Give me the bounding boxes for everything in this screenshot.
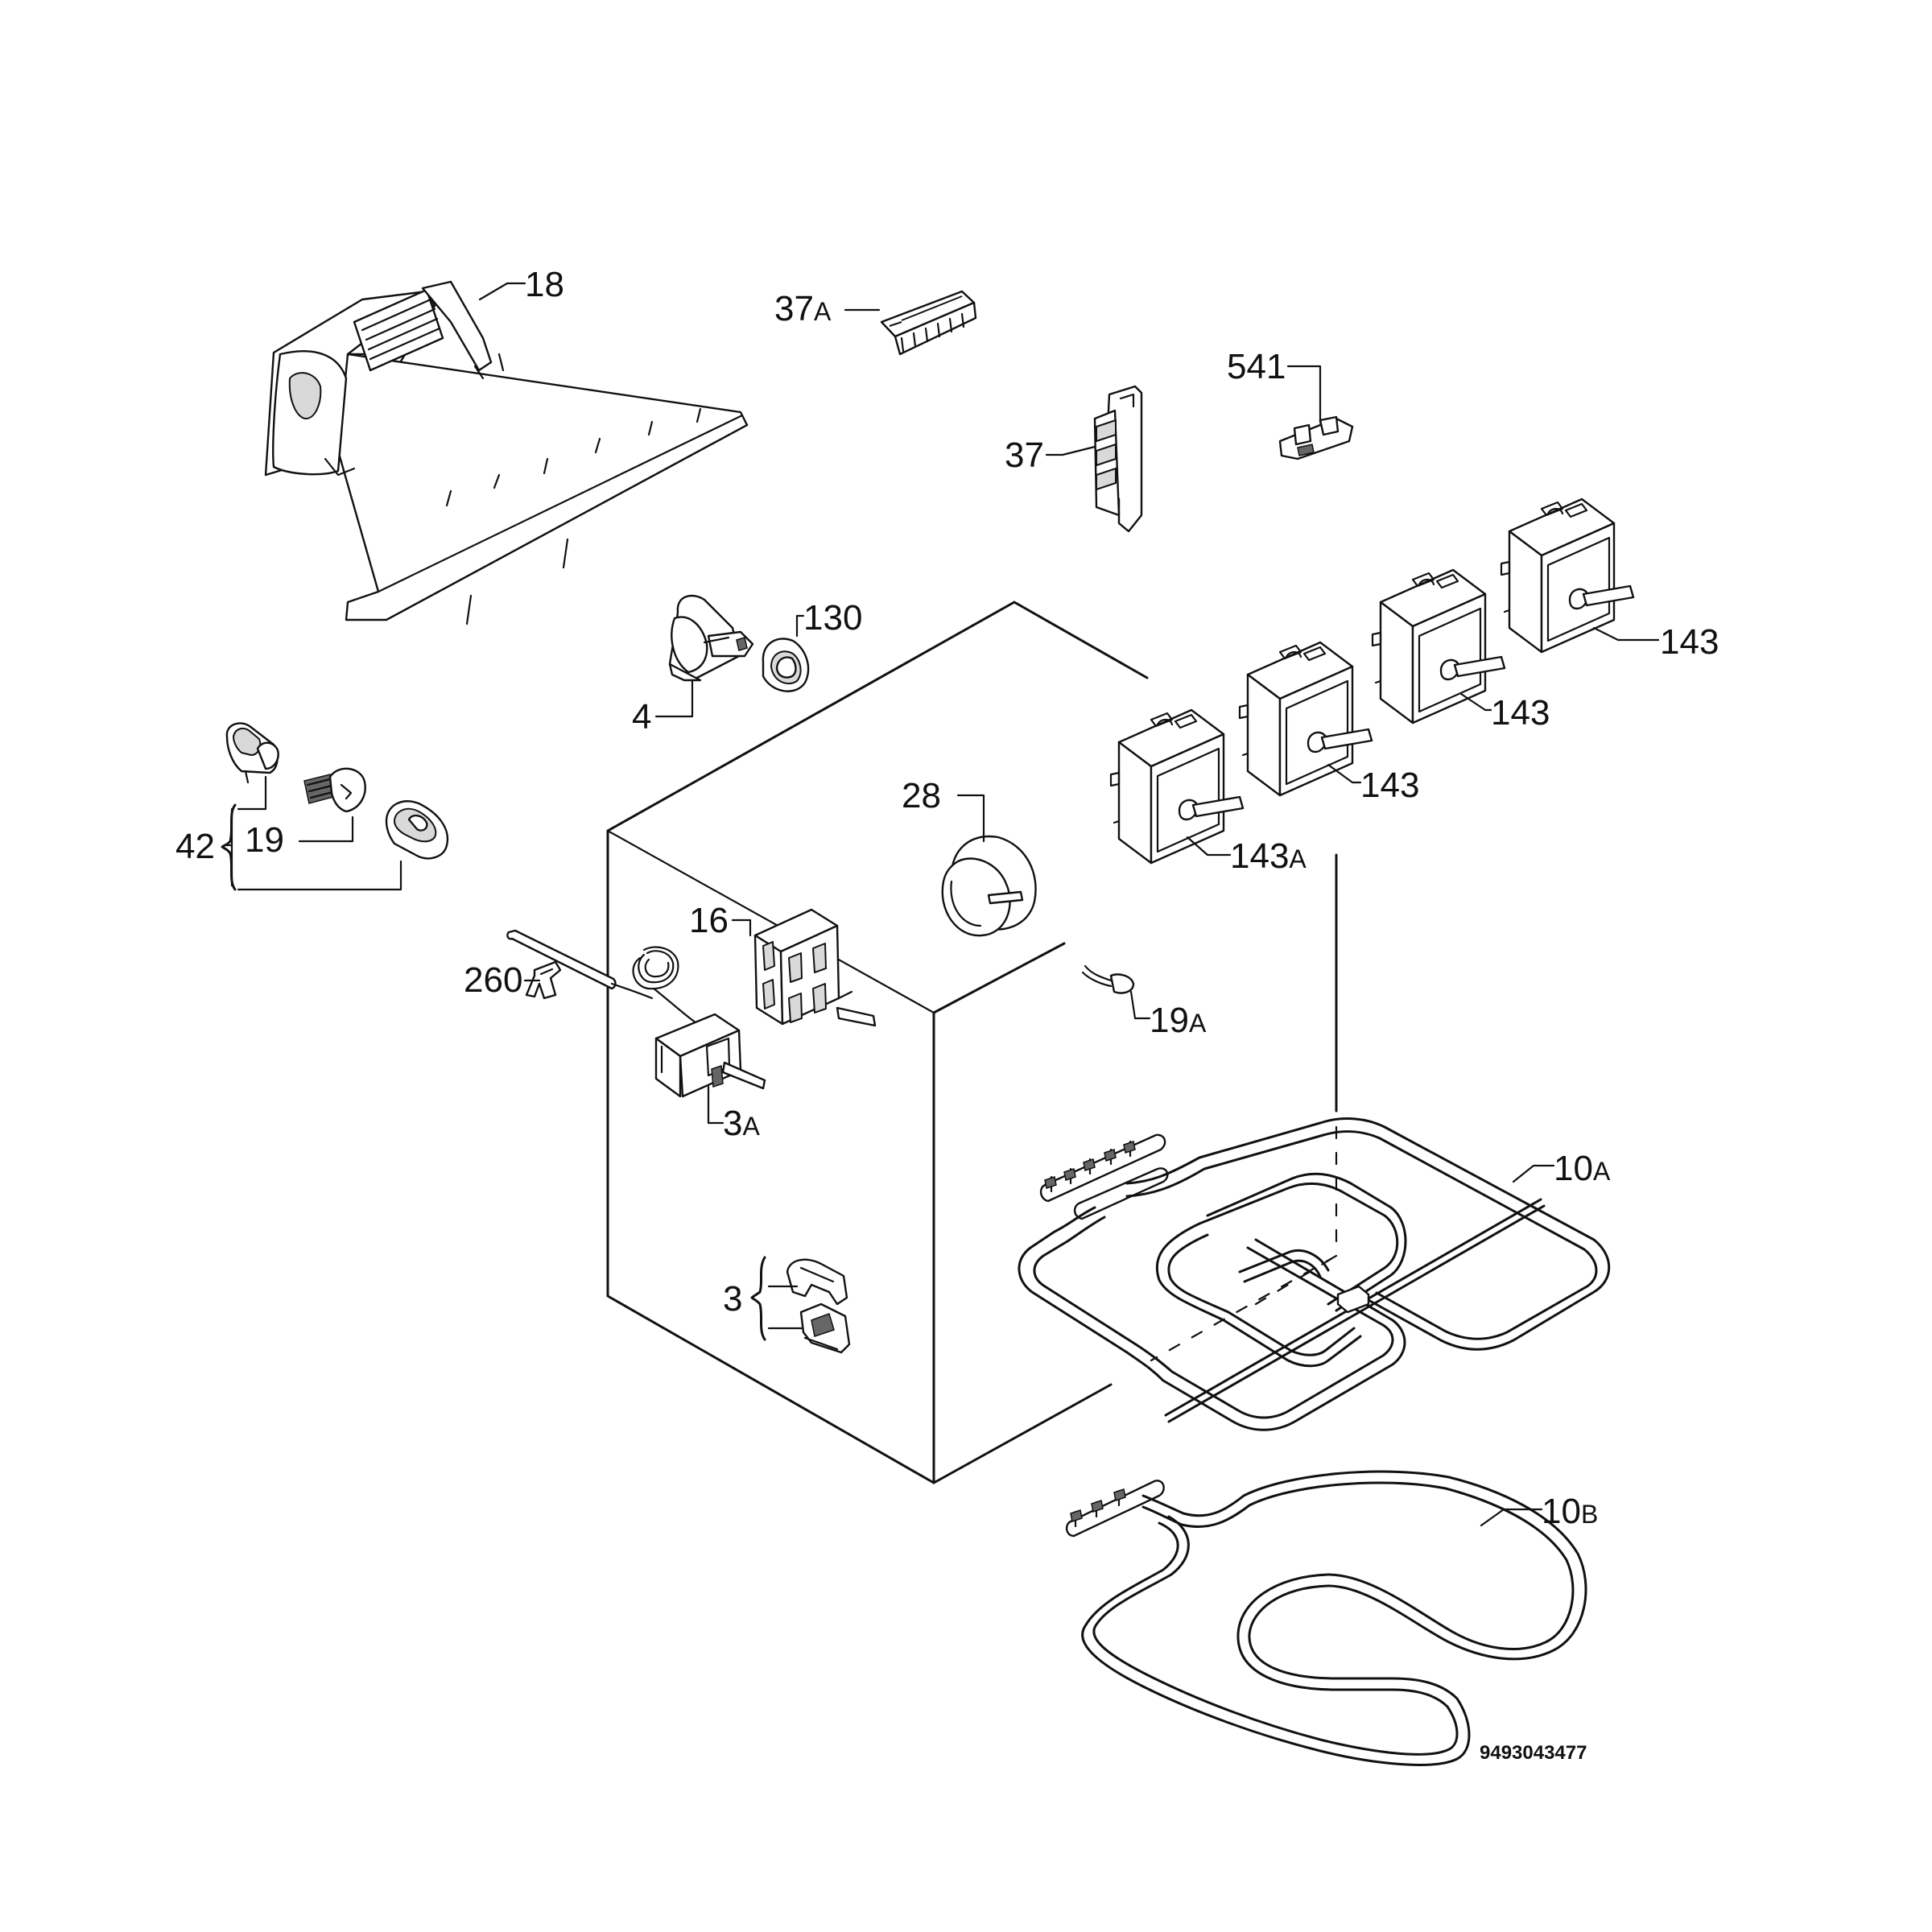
leader-3a (707, 1085, 724, 1125)
bracket-42 (221, 775, 402, 891)
label-130: 130 (803, 598, 862, 638)
label-260: 260 (464, 960, 522, 1000)
label-143a: 143A (1230, 836, 1307, 876)
part-10b-bottom-element (1065, 1470, 1587, 1766)
part-18-fan-cover (264, 280, 749, 625)
part-4-motor (668, 594, 754, 682)
leader-10a (1512, 1164, 1555, 1183)
part-28-disc (941, 835, 1037, 937)
part-143-switch-2 (1238, 641, 1373, 797)
label-42: 42 (175, 827, 215, 866)
leader-19a (1129, 990, 1151, 1020)
part-130-gasket (762, 638, 810, 692)
part-143a-switch-1 (1109, 708, 1245, 865)
leader-143-2 (1459, 692, 1492, 712)
label-28: 28 (902, 776, 941, 815)
leader-143-3 (1327, 763, 1362, 784)
label-37a: 37A (774, 289, 832, 328)
leader-541 (1286, 365, 1322, 424)
part-19-lamp-bulb (303, 767, 366, 813)
label-19: 19 (245, 820, 284, 860)
drawing-reference-number: 9493043477 (1480, 1742, 1587, 1764)
part-3-clips (786, 1258, 851, 1354)
part-37a-terminal-strip (880, 290, 977, 356)
label-16: 16 (689, 901, 729, 940)
part-16-selector-switch (753, 908, 877, 1027)
leader-143-1 (1592, 626, 1660, 642)
label-3a: 3A (723, 1104, 760, 1143)
part-10a-grill-element (1018, 1117, 1611, 1431)
part-42-lamp-lens (385, 800, 449, 860)
label-4: 4 (632, 697, 651, 737)
part-260-clip (525, 960, 562, 1000)
label-143-3: 143 (1360, 766, 1419, 805)
part-143-switch-4 (1500, 497, 1635, 654)
leader-37 (1045, 445, 1096, 456)
part-19a-sensor (1081, 964, 1135, 994)
label-10a: 10A (1554, 1149, 1611, 1188)
leader-143a (1186, 836, 1232, 857)
label-143-2: 143 (1491, 693, 1550, 733)
leader-130 (795, 614, 805, 638)
part-37-terminal-block (1093, 385, 1143, 533)
label-143-1: 143 (1660, 622, 1719, 662)
label-18: 18 (525, 265, 564, 304)
part-143-switch-3 (1371, 568, 1506, 724)
bracket-3 (750, 1256, 803, 1341)
label-541: 541 (1227, 347, 1286, 386)
part-3a-thermostat-body (654, 1013, 766, 1098)
leader-4 (654, 679, 694, 718)
part-541-bracket (1278, 415, 1354, 460)
label-3: 3 (723, 1279, 742, 1319)
label-19a: 19A (1150, 1001, 1207, 1040)
leader-16 (731, 919, 752, 937)
label-10b: 10B (1542, 1492, 1598, 1531)
leader-10b (1480, 1508, 1543, 1527)
label-37: 37 (1005, 436, 1044, 475)
part-42-lamp-holder (225, 722, 279, 784)
leader-18 (478, 282, 526, 301)
leader-28 (956, 794, 985, 843)
